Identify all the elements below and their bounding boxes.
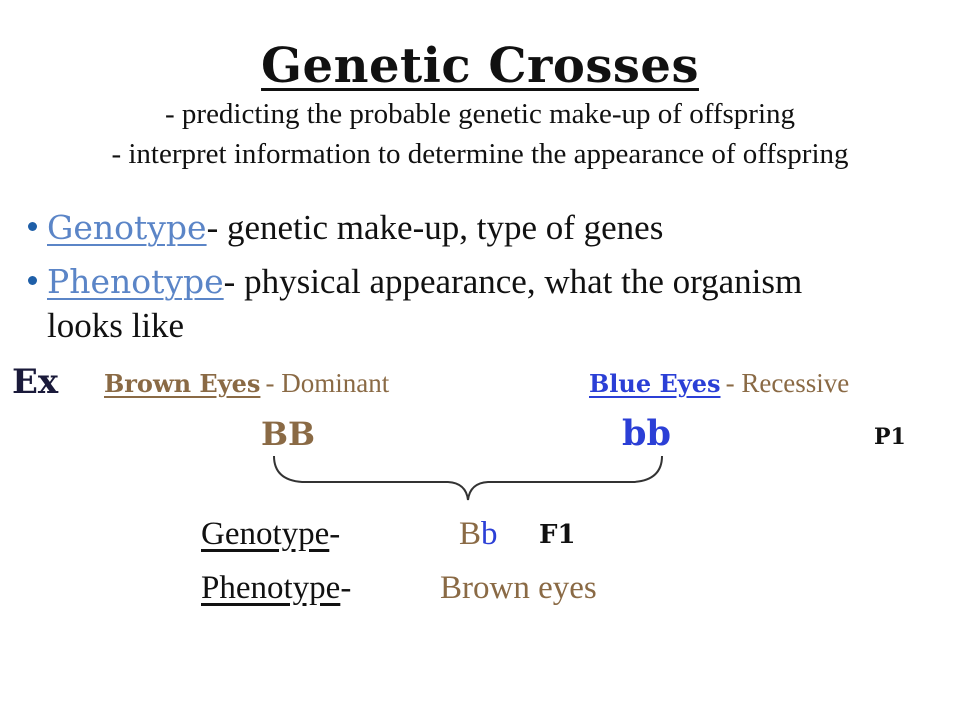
subtitle-line-1: - predicting the probable genetic make-u… (165, 98, 795, 130)
offspring-phenotype-value: Brown eyes (440, 570, 597, 606)
allele-dominant: B (459, 516, 482, 552)
recessive-trait-row: Blue Eyes - Recessive (589, 368, 849, 399)
recessive-trait: Blue Eyes (589, 369, 721, 398)
bullet-dot-icon (28, 222, 37, 232)
dominant-trait-row: Brown Eyes - Dominant (104, 368, 389, 399)
offspring-phenotype-suffix: - (340, 570, 352, 606)
definition-genotype: - genetic make-up, type of genes (206, 208, 664, 247)
definition-phenotype: - physical appearance, what the organism (223, 262, 803, 301)
subtitle-line-2: - interpret information to determine the… (111, 138, 849, 170)
offspring-genotype-row: Genotype- (201, 516, 340, 553)
offspring-generation-label: F1 (539, 520, 576, 550)
offspring-phenotype-row: Phenotype- (201, 570, 351, 607)
offspring-genotype-suffix: - (329, 516, 341, 552)
offspring-phenotype-label: Phenotype (201, 570, 341, 606)
offspring-genotype-value: Bb (459, 516, 498, 553)
bullet-dot-icon (28, 276, 37, 286)
page-title: Genetic Crosses (261, 38, 699, 94)
dominant-trait: Brown Eyes (104, 369, 261, 398)
parent-generation-label: P1 (874, 424, 906, 450)
bullet-genotype: Genotype- genetic make-up, type of genes (28, 208, 663, 248)
term-phenotype: Phenotype (47, 262, 224, 301)
dominant-suffix: - Dominant (265, 368, 390, 398)
parent-recessive-genotype: bb (622, 413, 671, 454)
recessive-suffix: - Recessive (725, 368, 850, 398)
cross-bracket-icon (273, 455, 663, 501)
bullet-phenotype: Phenotype- physical appearance, what the… (28, 262, 802, 302)
example-label: Ex (12, 362, 59, 402)
parent-dominant-genotype: BB (261, 415, 316, 453)
offspring-genotype-label: Genotype (201, 516, 330, 552)
allele-recessive: b (481, 516, 498, 552)
definition-phenotype-line-2: looks like (47, 306, 185, 345)
term-genotype: Genotype (47, 208, 207, 247)
